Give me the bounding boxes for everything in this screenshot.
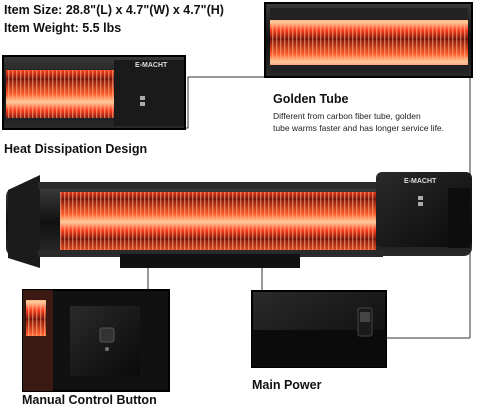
item-weight-text: Item Weight: 5.5 lbs [4, 21, 122, 35]
main-power-label: Main Power [252, 378, 322, 392]
main-power-inset [251, 290, 387, 368]
brand-logo-small: E-MACHT [135, 62, 168, 69]
heat-dissipation-inset [2, 55, 186, 130]
item-size-text: Item Size: 28.8"(L) x 4.7"(W) x 4.7"(H) [4, 3, 224, 17]
brand-logo-main: E-MACHT [404, 178, 437, 185]
golden-tube-description-line1: Different from carbon fiber tube, golden [273, 111, 421, 121]
golden-tube-description-line2: tube warms faster and has longer service… [273, 123, 445, 133]
golden-tube-label: Golden Tube [273, 92, 349, 106]
golden-tube-inset [264, 2, 473, 78]
manual-control-inset [22, 289, 170, 392]
heat-dissipation-label: Heat Dissipation Design [4, 142, 148, 156]
manual-control-label: Manual Control Button [22, 393, 157, 407]
main-heater [6, 172, 472, 268]
